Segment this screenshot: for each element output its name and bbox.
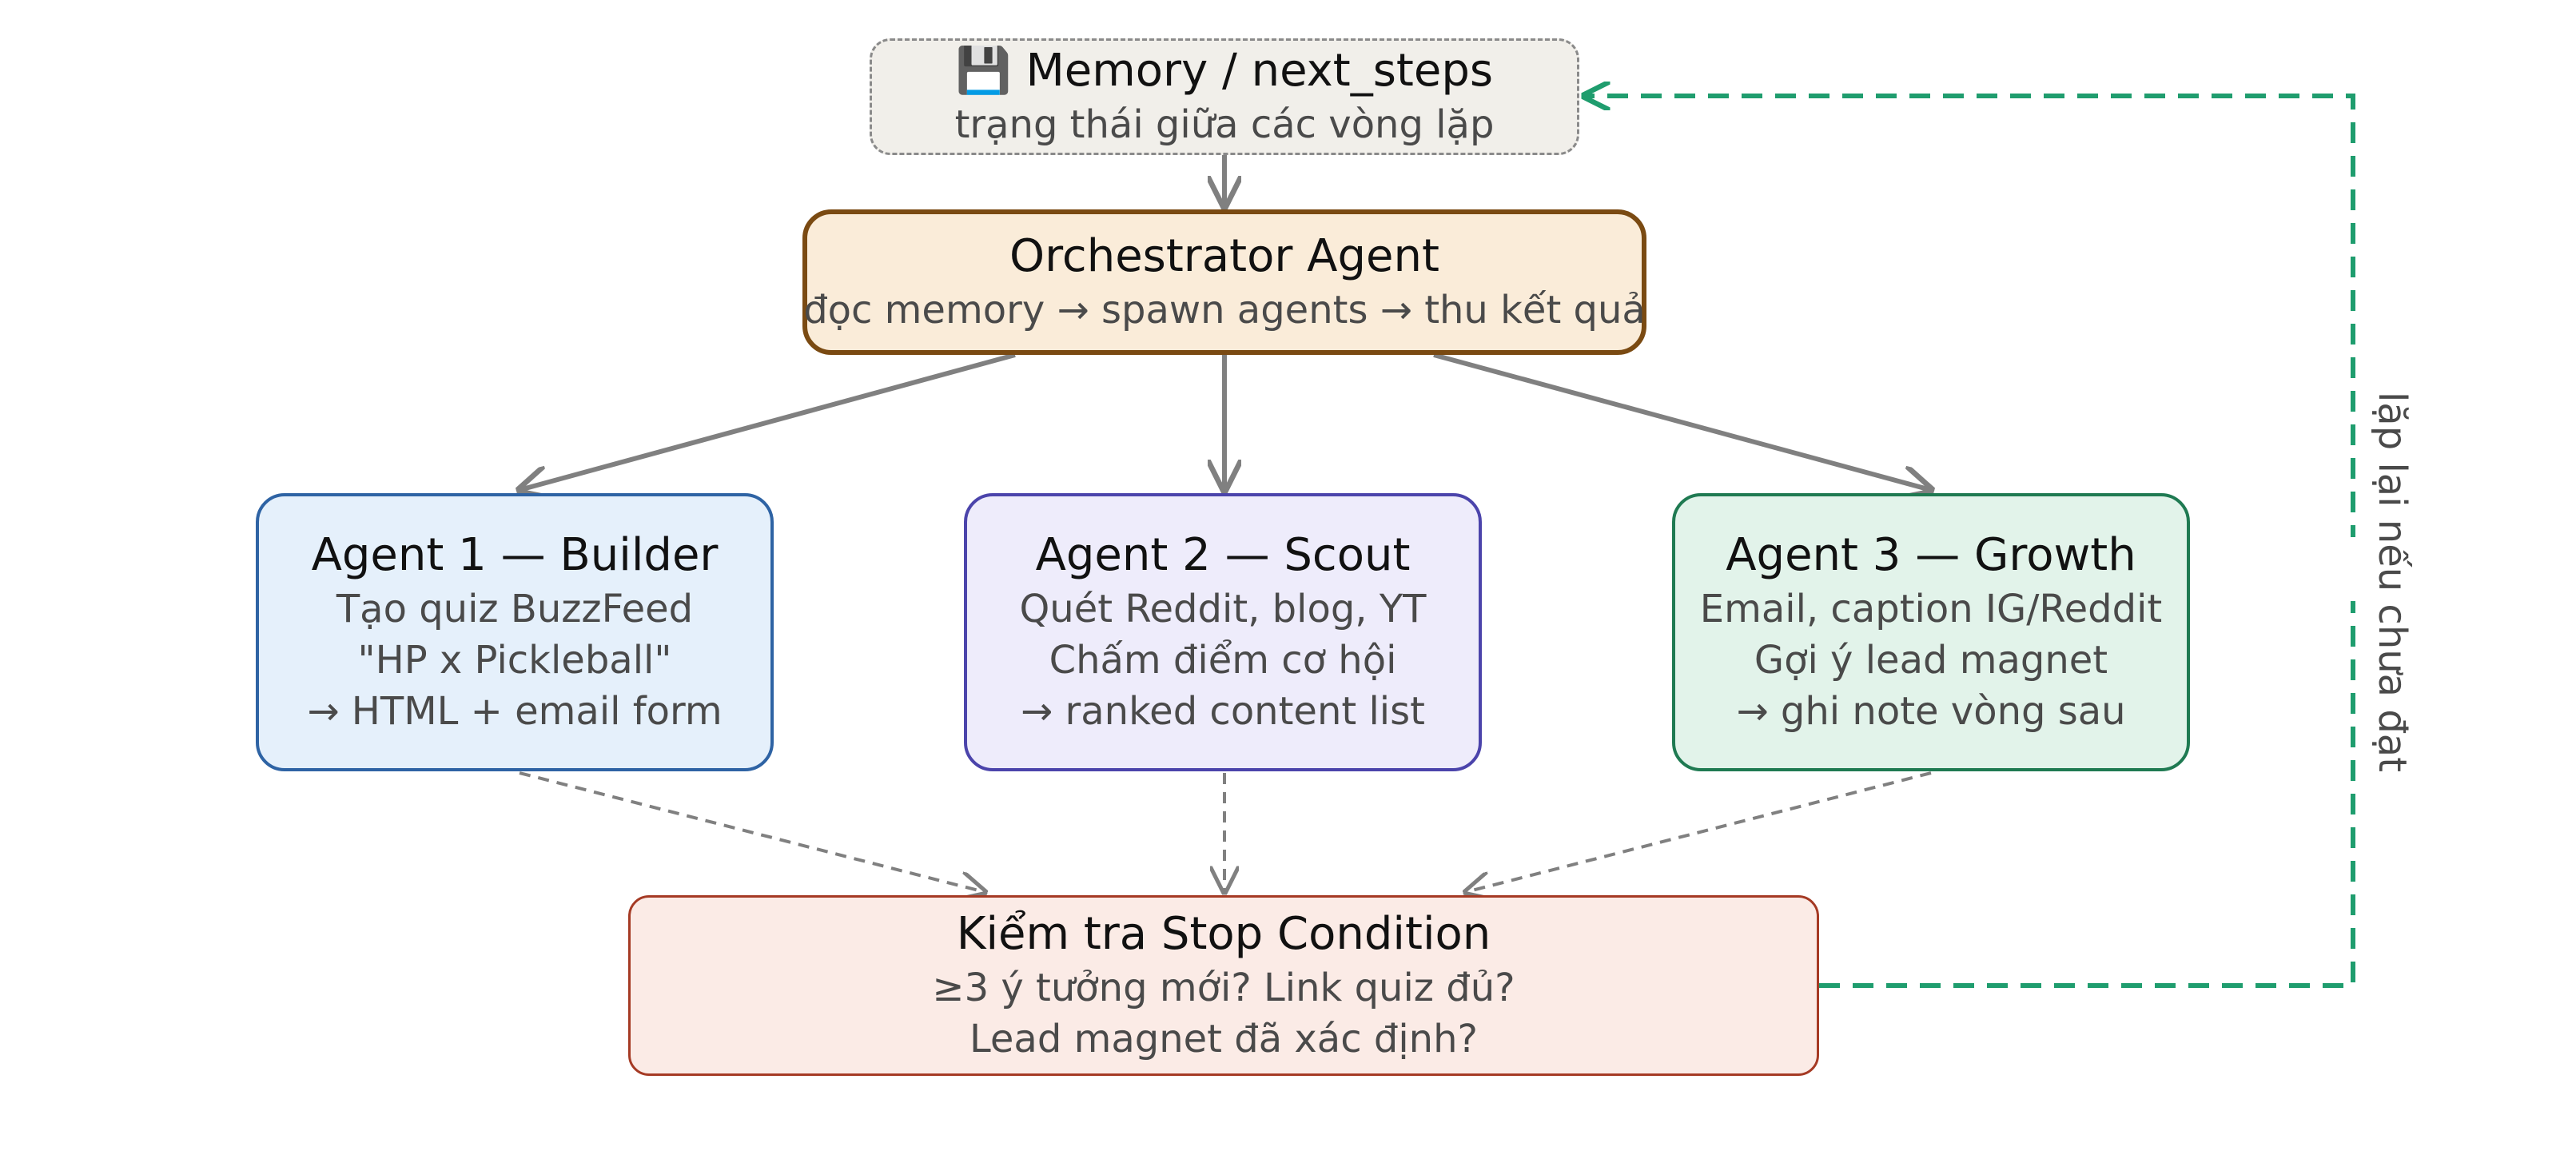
stop-condition-line-2: Lead magnet đã xác định? bbox=[969, 1017, 1478, 1061]
agent1-title: Agent 1 — Builder bbox=[311, 529, 719, 581]
arrow-orchestrator-to-agent3 bbox=[1433, 352, 1931, 490]
memory-title: Memory / next_steps bbox=[1025, 45, 1494, 97]
agent1-builder-node: Agent 1 — Builder Tạo quiz BuzzFeed "HP … bbox=[256, 493, 774, 771]
agent1-line-2: "HP x Pickleball" bbox=[357, 638, 672, 683]
agent2-title: Agent 2 — Scout bbox=[1035, 529, 1411, 581]
memory-subtitle: trạng thái giữa các vòng lặp bbox=[954, 102, 1495, 147]
agent1-line-1: Tạo quiz BuzzFeed bbox=[336, 587, 694, 631]
memory-node: 💾 Memory / next_steps trạng thái giữa cá… bbox=[870, 38, 1579, 155]
arrow-agent3-to-stop bbox=[1466, 771, 1932, 892]
loop-label-gap bbox=[2342, 537, 2364, 601]
agent3-title: Agent 3 — Growth bbox=[1726, 529, 2136, 581]
stop-condition-node: Kiểm tra Stop Condition ≥3 ý tưởng mới? … bbox=[628, 895, 1819, 1076]
arrow-agent1-to-stop bbox=[519, 771, 985, 892]
agent2-line-3: → ranked content list bbox=[1021, 689, 1425, 734]
stop-condition-title: Kiểm tra Stop Condition bbox=[956, 908, 1491, 960]
stop-condition-line-1: ≥3 ý tưởng mới? Link quiz đủ? bbox=[932, 966, 1515, 1010]
agent1-line-3: → HTML + email form bbox=[307, 689, 723, 734]
loop-label: lặp lại nếu chưa đạt bbox=[2370, 391, 2415, 773]
orchestrator-node: Orchestrator Agent đọc memory → spawn ag… bbox=[802, 209, 1646, 355]
memory-title-row: 💾 Memory / next_steps bbox=[956, 43, 1493, 99]
agent2-line-2: Chấm điểm cơ hội bbox=[1049, 638, 1397, 683]
agent3-line-3: → ghi note vòng sau bbox=[1736, 689, 2126, 734]
agent3-line-2: Gợi ý lead magnet bbox=[1754, 638, 2108, 683]
agent2-scout-node: Agent 2 — Scout Quét Reddit, blog, YT Ch… bbox=[964, 493, 1482, 771]
agent3-line-1: Email, caption IG/Reddit bbox=[1699, 587, 2163, 631]
agent2-line-1: Quét Reddit, blog, YT bbox=[1019, 587, 1427, 631]
floppy-disk-icon: 💾 bbox=[955, 45, 1012, 97]
agent3-growth-node: Agent 3 — Growth Email, caption IG/Reddi… bbox=[1672, 493, 2190, 771]
orchestrator-title: Orchestrator Agent bbox=[1009, 230, 1439, 282]
orchestrator-subtitle: đọc memory → spawn agents → thu kết quả bbox=[803, 288, 1646, 333]
arrow-orchestrator-to-agent1 bbox=[520, 352, 1016, 490]
